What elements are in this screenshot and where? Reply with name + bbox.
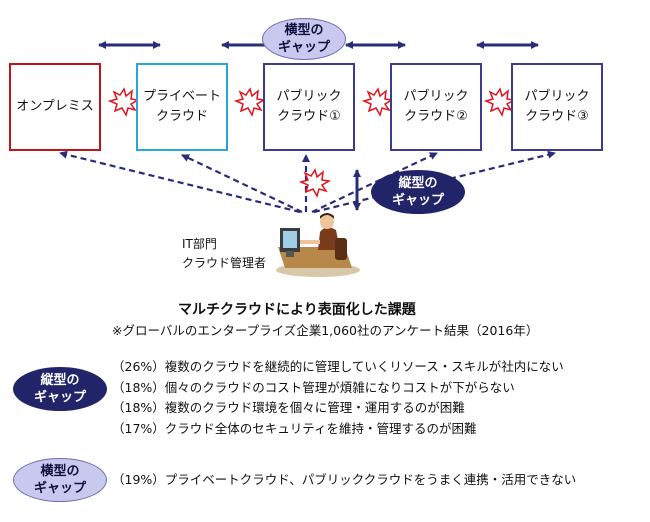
dashed-arrow-public2 bbox=[311, 152, 438, 213]
list-item: （18%）複数のクラウド環境を個々に管理・運用するのが困難 bbox=[112, 400, 465, 415]
node-label: オンプレミス bbox=[16, 99, 94, 114]
survey-title: マルチクラウドにより表面化した課題 bbox=[178, 302, 416, 318]
node-public-cloud-2: パブリック クラウド② bbox=[390, 63, 482, 151]
node-label: プライベート クラウド bbox=[142, 89, 221, 124]
vertical-gap-items: （26%）複数のクラウドを継続的に管理していくリソース・スキルが社内にない （1… bbox=[112, 357, 564, 439]
person-at-computer-icon bbox=[276, 213, 360, 277]
node-label: パブリック クラウド① bbox=[276, 89, 342, 124]
spark-icon bbox=[361, 87, 395, 117]
spark-icon bbox=[298, 168, 332, 198]
list-item: （19%）プライベートクラウド、パブリッククラウドをうまく連携・活用できない bbox=[112, 472, 577, 487]
vertical-gap-oval: 縦型の ギャップ bbox=[371, 170, 465, 214]
dashed-arrow-private bbox=[181, 154, 303, 213]
admin-label: IT部門 クラウド管理者 bbox=[182, 235, 266, 273]
horizontal-gap-label: 横型の ギャップ bbox=[277, 23, 330, 55]
node-private-cloud: プライベート クラウド bbox=[136, 63, 228, 151]
admin-line-2: クラウド管理者 bbox=[182, 256, 267, 270]
spark-icon bbox=[483, 87, 517, 117]
horizontal-gap-oval: 横型の ギャップ bbox=[262, 18, 346, 60]
node-public-cloud-1: パブリック クラウド① bbox=[263, 63, 355, 151]
legend-vertical-gap-label: 縦型の ギャップ bbox=[33, 373, 86, 405]
node-label: パブリック クラウド③ bbox=[524, 89, 590, 124]
node-label: パブリック クラウド② bbox=[403, 89, 469, 124]
node-public-cloud-3: パブリック クラウド③ bbox=[511, 63, 603, 151]
list-item: （17%）クラウド全体のセキュリティを維持・管理するのが困難 bbox=[112, 420, 477, 436]
admin-line-1: IT部門 bbox=[182, 237, 217, 251]
node-onprem: オンプレミス bbox=[9, 63, 101, 151]
list-item: （26%）複数のクラウドを継続的に管理していくリソース・スキルが社内にない bbox=[112, 359, 564, 374]
survey-subtitle: ※グローバルのエンタープライズ企業1,060社のアンケート結果（2016年） bbox=[112, 323, 539, 338]
spark-icon bbox=[107, 87, 141, 117]
legend-vertical-gap-oval: 縦型の ギャップ bbox=[13, 367, 107, 411]
legend-horizontal-gap-label: 横型の ギャップ bbox=[33, 464, 86, 496]
horizontal-gap-items: （19%）プライベートクラウド、パブリッククラウドをうまく連携・活用できない bbox=[112, 469, 576, 488]
legend-horizontal-gap-oval: 横型の ギャップ bbox=[13, 458, 107, 502]
spark-icon bbox=[233, 87, 267, 117]
vertical-gap-label: 縦型の ギャップ bbox=[391, 176, 444, 208]
list-item: （18%）個々のクラウドのコスト管理が煩雑になりコストが下がらない bbox=[112, 379, 515, 395]
dashed-arrow-onprem bbox=[59, 150, 301, 214]
